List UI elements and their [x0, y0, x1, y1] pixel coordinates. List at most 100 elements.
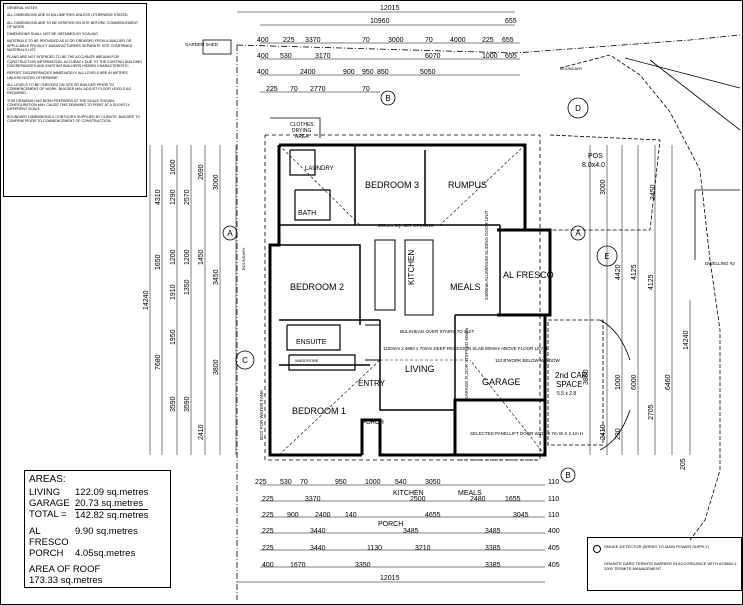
marker-letter: C: [242, 356, 248, 365]
marker-letter: B: [385, 94, 390, 103]
boundary-label-left: BOUNDARY: [241, 247, 246, 270]
dim-text: 225: [283, 37, 295, 44]
car-space-label: 2nd CAR: [555, 371, 588, 380]
legend-termite-barrier: GRANITE GARD TERMITE BARRIER IN ACCORDAN…: [604, 561, 738, 571]
dim-text: 655: [505, 18, 517, 25]
area-value: 4.05sq.metres: [75, 548, 136, 559]
note: REPORT DISCREPANCIES IMMEDIATELY. ALL LE…: [7, 71, 128, 80]
room-label-kitchen: KITCHEN: [407, 250, 416, 285]
dim-text: 225: [262, 528, 274, 535]
dim-text: 3800: [583, 369, 590, 385]
roof-area-label: AREA OF ROOF: [29, 564, 101, 575]
dim-text: 3000: [600, 179, 607, 195]
note: THIS DRAWING HAS BEEN PREPARED AT THE SC…: [7, 98, 130, 112]
area-row-roof-value: 173.33 sq.metres: [29, 575, 166, 586]
marker-a-left: [222, 225, 238, 241]
dim-text: 6460: [665, 374, 672, 390]
marker-letter: E: [604, 252, 609, 261]
marker-d: [567, 97, 589, 119]
dim-text: 2705: [648, 404, 655, 420]
room-label-laundry: LAUNDRY: [305, 166, 334, 172]
room-label-meals: MEALS: [450, 282, 481, 292]
note: BOUNDARY DIMENSIONS & CONTOURS SUPPLIED …: [7, 114, 141, 123]
note: ALL DIMENSIONS ARE TO BE VERIFIED ON SIT…: [7, 20, 139, 29]
area-value: 122.09 sq.metres: [75, 487, 149, 498]
dim-text: 3370: [305, 37, 321, 44]
dim-text: 110: [548, 512, 559, 519]
dim-text: 4655: [425, 512, 441, 519]
dim-text: 3590: [170, 396, 177, 412]
dim-text: 140: [345, 512, 357, 519]
room-label-wardrobe: WARDROBE: [295, 358, 319, 363]
marker-letter: A: [227, 229, 233, 238]
dim-text: 655: [502, 37, 514, 44]
marker-b-bottom: [560, 467, 576, 483]
bulkhead-note: BULKHEAD OVER STAIRS TO SUIT: [400, 329, 475, 334]
area-label: AL FRESCO: [29, 526, 69, 548]
room-label-rumpus: RUMPUS: [448, 180, 487, 190]
dim-text: 950: [362, 69, 374, 76]
dim-text: 225: [266, 86, 278, 93]
dim-text: 2400: [300, 69, 316, 76]
dim-text: 3350: [355, 562, 371, 569]
dim-text: 225: [262, 545, 274, 552]
dim-text: 950: [335, 479, 347, 486]
area-row-garage: GARAGE 20.73 sq.metres: [29, 498, 166, 509]
dim-text: 6070: [425, 53, 441, 60]
room-label-bedroom1: BEDROOM 1: [292, 406, 346, 416]
dim-text: 70: [425, 37, 433, 44]
garage-step-note: GARAGE FLOOR STEPPED 60mm: [464, 328, 469, 400]
brickwork-note: 110 B'WORK BELOW WINDOW: [495, 358, 561, 363]
dim-text: 3385: [485, 545, 501, 552]
marker-e: [596, 245, 618, 267]
dim-text: 1000: [482, 53, 498, 60]
area-row-total: TOTAL = 142.82 sq.metres: [29, 509, 166, 521]
dim-text: 205: [680, 458, 687, 470]
dim-text: 1200: [184, 249, 191, 265]
room-label-alfresco: AL FRESCO: [503, 270, 554, 280]
dim-text: 1600: [170, 159, 177, 175]
dim-text: 1450: [198, 249, 205, 265]
dim-text: 3440: [310, 528, 326, 535]
dims-left: 14240 4310 1650 7680 1600 1290 2570 1200…: [143, 159, 220, 440]
room-label-ensuite: ENSUITE: [296, 339, 327, 346]
dim-text: 110: [548, 479, 559, 486]
dim-text: 4310: [155, 189, 162, 205]
area-value: 20.73 sq.metres: [75, 498, 144, 509]
note: ALL LEVELS TO BE CHECKED ON SITE BY BUIL…: [7, 82, 131, 96]
dim-text: 10960: [370, 18, 390, 25]
clothes-label: CLOTHES: [290, 122, 314, 128]
dim-text: 230: [615, 428, 622, 440]
marker-letter: D: [575, 104, 581, 113]
area-value: 142.82 sq.metres: [75, 509, 149, 521]
dims-bottom: 225 530 70 950 1000 540 3050 110 KITCHEN…: [255, 479, 560, 582]
room-label-entry: ENTRY: [358, 379, 386, 388]
dim-text: KITCHEN: [393, 490, 424, 497]
dwelling-label: DWELLING #2: [705, 261, 735, 266]
dim-text: 3385: [485, 562, 501, 569]
dim-text: 1200: [170, 249, 177, 265]
dimension-lines: [149, 11, 691, 583]
dim-text: 3590: [184, 396, 191, 412]
areas-title: AREAS:: [29, 474, 66, 485]
roof-area-value: 173.33 sq.metres: [29, 575, 103, 586]
dim-text: 70: [290, 86, 298, 93]
legend-box: SMOKE DETECTOR (WIRED TO MAIN POWER SUPP…: [587, 537, 742, 591]
dim-text: 1910: [170, 284, 177, 300]
room-label-garage: GARAGE: [482, 377, 521, 387]
area-row-alfresco: AL FRESCO 9.90 sq.metres: [29, 526, 166, 548]
legend-smoke-detector: SMOKE DETECTOR (WIRED TO MAIN POWER SUPP…: [604, 544, 710, 549]
car-space-size-label: 5.5 x 2.8: [557, 391, 576, 397]
area-row-living: LIVING 122.09 sq.metres: [29, 487, 166, 498]
dim-text: 2690: [198, 164, 205, 180]
area-label: PORCH: [29, 548, 64, 559]
area-row-porch: PORCH 4.05sq.metres: [29, 548, 166, 559]
area-label: TOTAL =: [29, 509, 67, 520]
dim-text: 400: [262, 562, 274, 569]
room-label-porch: PORCH: [362, 420, 384, 426]
panellift-door-note: SELECTED PANELLIFT DOOR WIDE 2.7m W X 2.…: [470, 431, 583, 436]
dim-text: 3450: [650, 184, 657, 200]
garden-shed-label: GARDEN SHED: [185, 42, 219, 47]
dim-text: 2480: [470, 496, 486, 503]
area-value: 9.90 sq.metres: [75, 526, 138, 537]
